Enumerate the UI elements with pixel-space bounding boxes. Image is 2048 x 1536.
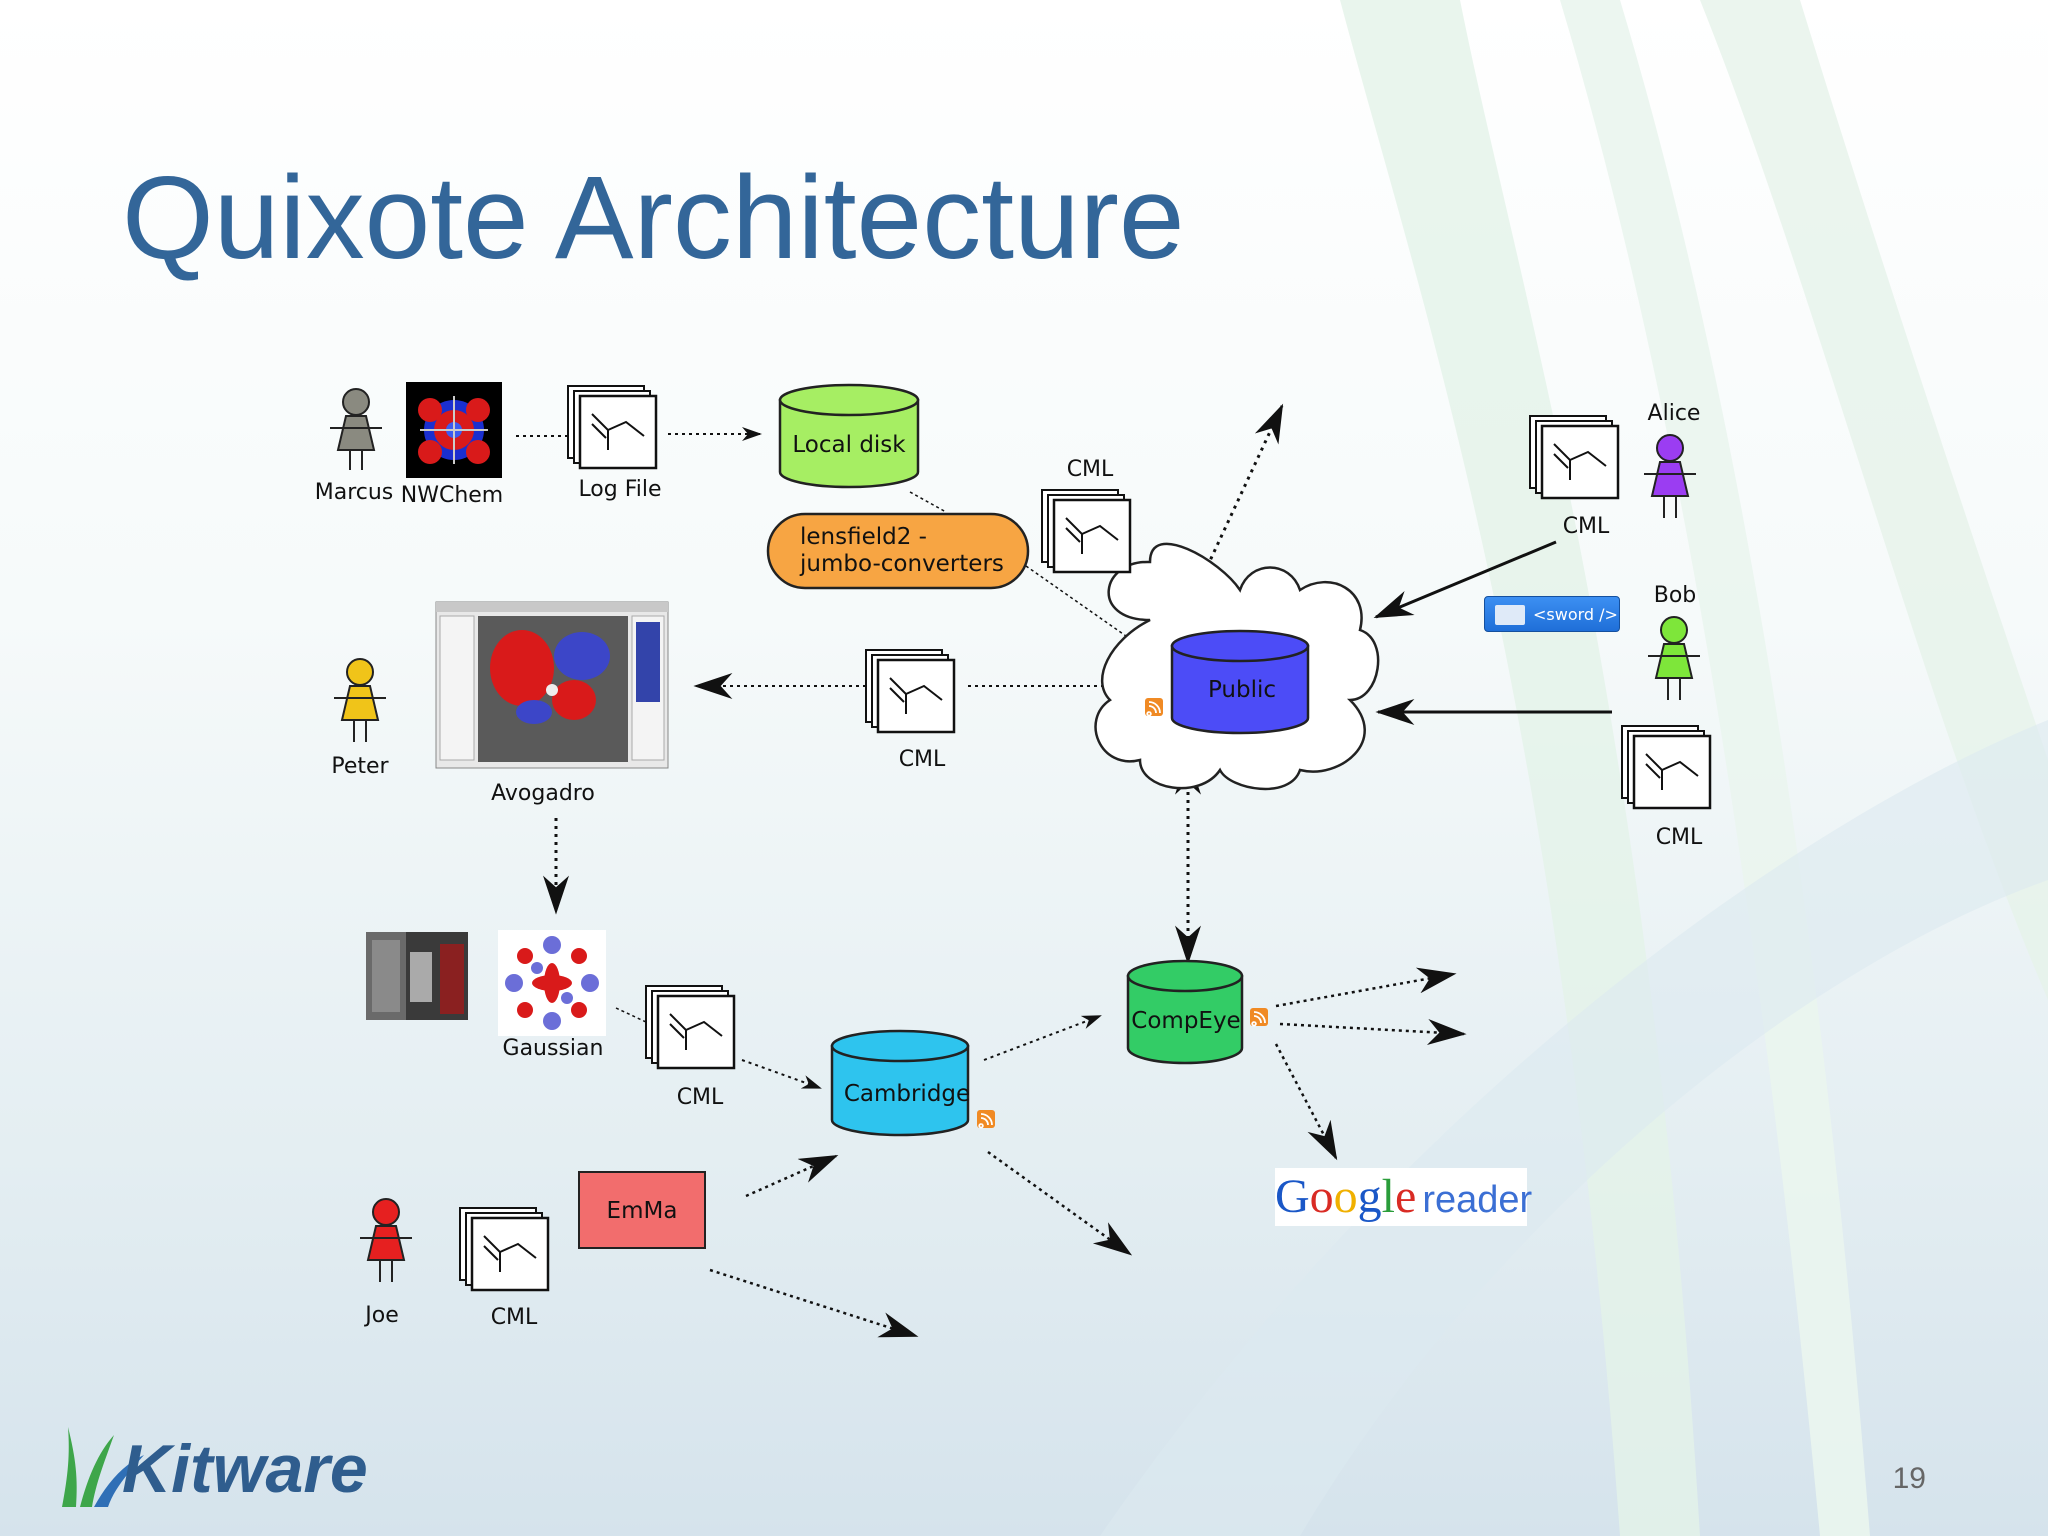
page-title: Quixote Architecture	[122, 152, 1185, 284]
supercomputer-image	[366, 932, 468, 1020]
google-letter: l	[1381, 1170, 1396, 1223]
nwchem-label: NWChem	[401, 483, 503, 508]
nwchem-image	[406, 382, 502, 478]
cml-label: CML	[491, 1305, 538, 1330]
local-disk-label: Local disk	[792, 432, 906, 458]
rss-icon[interactable]	[1250, 1008, 1268, 1027]
peter-label: Peter	[331, 754, 389, 779]
person-marcus-icon	[330, 388, 382, 470]
joe-label: Joe	[363, 1303, 398, 1328]
marcus-label: Marcus	[315, 480, 394, 505]
cml-label: CML	[1656, 825, 1703, 850]
google-letter: o	[1309, 1170, 1334, 1223]
google-letter: e	[1395, 1170, 1417, 1223]
public-label: Public	[1208, 677, 1276, 703]
gaussian-image	[498, 930, 606, 1036]
cml-file-icon[interactable]	[1040, 488, 1132, 574]
cml-file-icon[interactable]	[1528, 414, 1620, 500]
cml-label: CML	[677, 1085, 724, 1110]
reader-word: reader	[1422, 1179, 1533, 1221]
avogadro-screenshot	[435, 601, 669, 769]
cml-file-icon[interactable]	[1620, 724, 1712, 810]
person-peter-icon	[334, 658, 386, 742]
google-letter: G	[1275, 1170, 1310, 1223]
cambridge-db[interactable]: Cambridge	[830, 1029, 970, 1137]
lensfield-node[interactable]: lensfield2 - jumbo-converters	[766, 512, 1030, 590]
cml-label: CML	[899, 747, 946, 772]
person-bob-icon	[1648, 616, 1700, 700]
compeye-label: CompEye	[1131, 1008, 1240, 1034]
alice-label: Alice	[1648, 401, 1701, 426]
person-joe-icon	[360, 1198, 412, 1282]
google-letter: g	[1357, 1170, 1382, 1223]
google-letter: o	[1333, 1170, 1358, 1223]
connectors	[516, 403, 1612, 1338]
cambridge-label: Cambridge	[844, 1081, 970, 1107]
cml-file-icon[interactable]	[644, 984, 736, 1070]
avogadro-label: Avogadro	[491, 781, 595, 806]
bob-label: Bob	[1654, 583, 1697, 608]
person-alice-icon	[1644, 434, 1696, 518]
emma-node[interactable]: EmMa	[578, 1171, 706, 1249]
compeye-db[interactable]: CompEye	[1126, 959, 1244, 1065]
sword-badge[interactable]: <sword />	[1484, 596, 1620, 632]
public-db[interactable]: Public	[1170, 629, 1310, 735]
lensfield-line1: lensfield2 -	[800, 524, 927, 550]
cml-file-icon[interactable]	[458, 1206, 550, 1292]
lensfield-line2: jumbo-converters	[799, 551, 1004, 577]
log-file-icon[interactable]	[566, 384, 658, 470]
cml-label: CML	[1067, 457, 1114, 482]
log-file-label: Log File	[578, 477, 661, 502]
cml-file-icon[interactable]	[864, 648, 956, 734]
kitware-logo-icon	[62, 1427, 144, 1507]
cml-label: CML	[1563, 514, 1610, 539]
rss-icon[interactable]	[977, 1110, 995, 1129]
sword-icon	[1495, 605, 1525, 625]
sword-label: <sword />	[1533, 605, 1618, 624]
page-number: 19	[1892, 1462, 1926, 1495]
emma-label: EmMa	[607, 1198, 678, 1224]
kitware-wordmark: Kitware	[122, 1431, 368, 1507]
gaussian-label: Gaussian	[503, 1036, 604, 1061]
rss-icon[interactable]	[1145, 698, 1163, 717]
local-disk-db[interactable]: Local disk	[778, 383, 920, 489]
